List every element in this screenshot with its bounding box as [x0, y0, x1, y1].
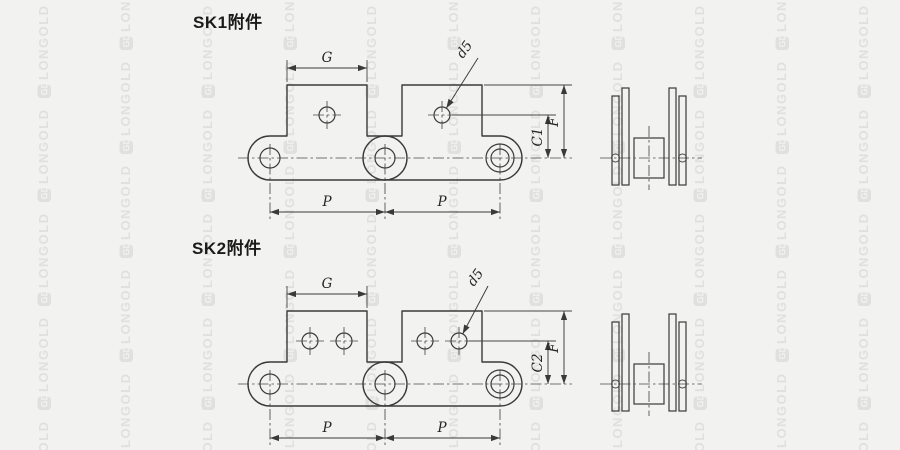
side-pin-end-right [678, 379, 687, 389]
dim-c1-label: C1 [530, 128, 546, 147]
side-plate-outer-right [678, 321, 687, 412]
dim-f-label: F [546, 343, 562, 354]
dim-p-left-label: P [321, 420, 332, 436]
side-plate-outer-right [678, 95, 687, 186]
side-plate-inner-right [668, 313, 677, 412]
dim-c1: C1 [452, 114, 556, 158]
side-plate-outer-left [611, 321, 620, 412]
pin-middle [374, 147, 396, 169]
pin-left [259, 147, 281, 169]
side-plate-inner-right [668, 87, 677, 186]
roller-outer [485, 143, 515, 173]
pin-left [259, 373, 281, 395]
side-roller [633, 363, 665, 405]
dim-p-right-label: P [436, 420, 447, 436]
dim-f-label: F [546, 117, 562, 128]
side-plate-inner-left [621, 313, 630, 412]
side-plate-inner-left [621, 87, 630, 186]
sk2-section: G d5 C2 F P P [238, 266, 702, 446]
dim-d5-leader [445, 57, 479, 109]
dim-p-right: P [385, 194, 500, 216]
roller-inner [490, 374, 510, 394]
dim-g: G [286, 50, 368, 82]
roller-outer [485, 369, 515, 399]
side-roller [633, 137, 665, 179]
sk1-main-view [238, 84, 572, 220]
dim-d5-leader [462, 285, 489, 335]
dim-g-label: G [322, 276, 333, 292]
dim-p-right-label: P [436, 194, 447, 210]
dim-f: F [484, 84, 572, 158]
dim-c2-label: C2 [530, 354, 546, 373]
dim-f: F [484, 310, 572, 384]
side-pin-end-left [611, 379, 620, 389]
sk1-side-view [600, 87, 702, 190]
sk2-title: SK2附件 [192, 239, 262, 258]
pin-middle [374, 373, 396, 395]
sk1-section: G d5 C1 F P P [238, 38, 702, 220]
side-plate-outer-left [611, 95, 620, 186]
dim-g: G [286, 276, 368, 308]
sk2-main-view [238, 310, 572, 446]
dim-p-left: P [270, 420, 385, 442]
dim-g-label: G [322, 50, 333, 66]
roller-inner [490, 148, 510, 168]
sk2-side-view [600, 313, 702, 416]
sk1-title: SK1附件 [193, 13, 263, 32]
dim-p-left-label: P [321, 194, 332, 210]
link-plate-2 [362, 310, 523, 407]
side-pin-end-right [678, 153, 687, 163]
dim-c2: C2 [469, 340, 556, 384]
dim-p-left: P [270, 194, 385, 216]
link-plate-2 [362, 84, 523, 181]
side-pin-end-left [611, 153, 620, 163]
dim-p-right: P [385, 420, 500, 442]
